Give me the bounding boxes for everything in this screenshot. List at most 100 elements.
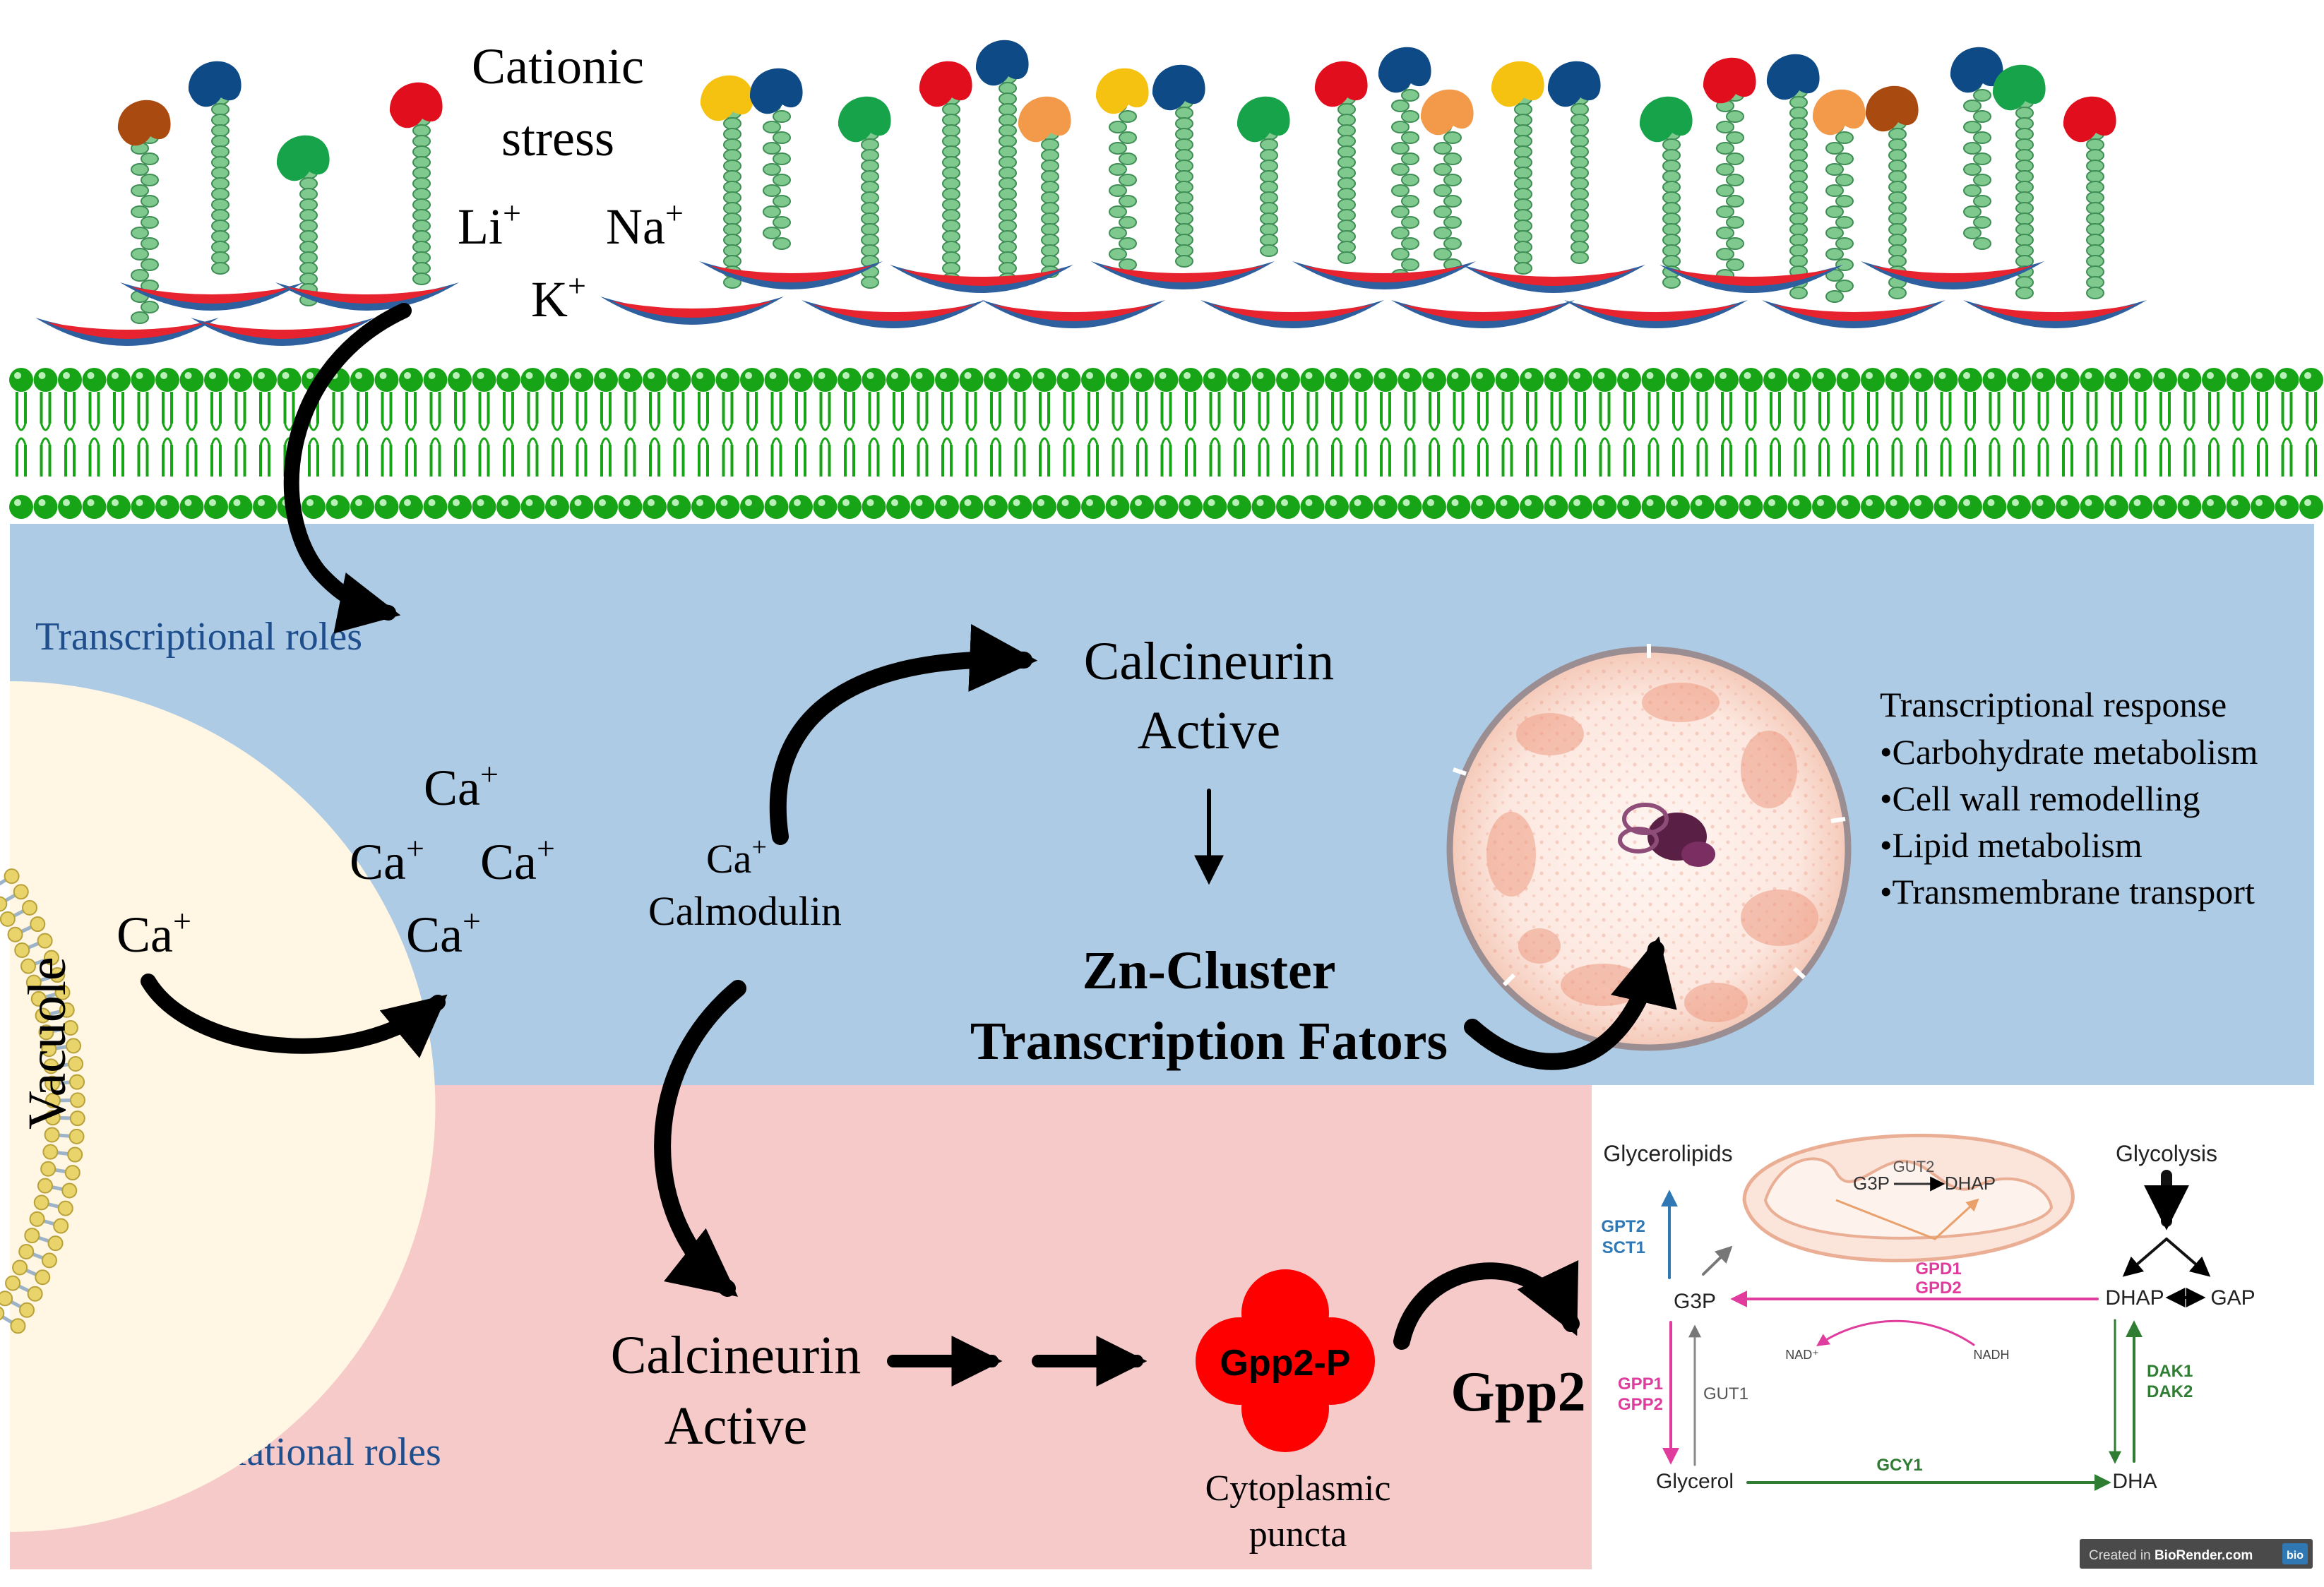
lipid-head-highlight (866, 372, 874, 379)
lipid-head-highlight (964, 372, 972, 379)
lipid-head (2299, 495, 2323, 519)
lipid-head (1836, 495, 1861, 519)
lipid-tail (2306, 423, 2317, 445)
sensor-protein (1812, 89, 1866, 303)
lipid-tail (1867, 423, 1878, 445)
vacuole-lipid-head (10, 1318, 26, 1334)
sensor-protein (1547, 61, 1601, 264)
lipid-head-highlight (915, 499, 923, 506)
sensor-protein (1639, 96, 1693, 289)
gpt2-enzyme: GPT2 (1601, 1217, 1645, 1236)
lipid-head (1251, 495, 1276, 519)
lipid-head (1715, 368, 1739, 392)
lipid-tail (503, 392, 514, 424)
lipid-head-highlight (453, 499, 460, 506)
glycerol-node: Glycerol (1656, 1470, 1734, 1493)
lipid-tail (1234, 445, 1245, 477)
arrow-calmodulin-to-calcineurin (769, 623, 1038, 845)
lipid-head-highlight (720, 499, 728, 506)
lipid-head-highlight (87, 372, 95, 379)
vacuole-lipid-head (18, 1243, 35, 1259)
lipid-tail (820, 423, 830, 445)
lipid-tail (990, 392, 1001, 424)
lipid-head (2251, 495, 2275, 519)
vacuole-lipid-head (69, 1074, 85, 1090)
lipid-head (959, 368, 984, 392)
response-item: •Lipid metabolism (1880, 825, 2143, 865)
lipid-head-highlight (2304, 499, 2311, 506)
lipid-head-highlight (1768, 372, 1775, 379)
lipid-tail (138, 423, 148, 445)
lipid-head-highlight (1135, 499, 1142, 506)
lipid-tail (162, 445, 173, 477)
lipid-tail (844, 392, 855, 424)
lipid-head-highlight (2036, 372, 2044, 379)
credit-logo: bio (2287, 1550, 2304, 1562)
gpp2-enzyme: GPP2 (1618, 1395, 1663, 1414)
calcineurin-bottom-line1: Calcineurin (611, 1326, 862, 1385)
lipid-tail (990, 445, 1001, 477)
lipid-head-highlight (306, 499, 314, 506)
lipid-head (2275, 495, 2299, 519)
calcineurin-top-line1: Calcineurin (1084, 632, 1335, 691)
sensor-head (1950, 47, 2003, 93)
sensor-protein (117, 100, 171, 324)
lipid-tail (576, 392, 588, 424)
lipid-tail (2135, 445, 2147, 477)
lipid-tail (1818, 392, 1830, 424)
lipid-head (228, 368, 253, 392)
calcineurin-bottom-line2: Active (665, 1396, 808, 1456)
glycerolipids-label: Glycerolipids (1603, 1141, 1732, 1166)
lipid-tail (1891, 392, 1903, 424)
lipid-head (1715, 495, 1739, 519)
lipid-head-highlight (160, 499, 167, 506)
lipid-head (1325, 368, 1349, 392)
lipid-tail (1696, 392, 1708, 424)
membrane-anchor (1762, 300, 1945, 328)
gpp2-p-puncta: Gpp2-P (1196, 1269, 1375, 1452)
lipid-tail (624, 392, 636, 424)
lipid-head-highlight (1476, 499, 1483, 506)
lipid-tail (893, 445, 904, 477)
vacuole: Vacuole Ca+ (0, 681, 436, 1532)
lipid-head (764, 495, 789, 519)
lipid-head-highlight (1037, 499, 1044, 506)
lipid-head-highlight (769, 499, 777, 506)
lipid-tail (1087, 392, 1099, 424)
membrane-anchor (1659, 265, 1843, 293)
lipid-head-highlight (964, 499, 972, 506)
lipid-head (935, 368, 959, 392)
membrane-anchor (1861, 261, 2044, 289)
lipid-head-highlight (1013, 372, 1020, 379)
vacuole-lipid-head (0, 911, 16, 927)
lipid-tail (2208, 392, 2219, 424)
lipid-head (740, 368, 764, 392)
lipid-head (1861, 368, 1885, 392)
nad-label: NAD⁺ (1785, 1348, 1819, 1362)
lipid-head (1373, 495, 1398, 519)
vacuole-lipid-head (20, 958, 37, 974)
lipid-head-highlight (672, 499, 679, 506)
lipid-tail (1477, 445, 1489, 477)
lipid-head (2056, 368, 2080, 392)
lipid-head (984, 495, 1008, 519)
lipid-tail (1380, 445, 1391, 477)
lipid-tail (478, 445, 490, 477)
lipid-head (643, 368, 667, 392)
lipid-tail (2281, 392, 2293, 424)
lipid-head (1154, 368, 1179, 392)
lipid-head (9, 368, 33, 392)
flow-arrows (141, 303, 1677, 1387)
vacuole-lipid-head (0, 1306, 5, 1321)
lipid-head-highlight (940, 372, 947, 379)
lipid-tail (1477, 423, 1489, 445)
lipid-head-highlight (1744, 372, 1751, 379)
lipid-head (2031, 368, 2056, 392)
lipid-tail (1599, 445, 1611, 477)
sensor-head (1865, 85, 1919, 132)
membrane-anchor (35, 318, 219, 346)
lipid-tail (1770, 445, 1781, 477)
lipid-tail (16, 392, 27, 424)
lipid-tail (2111, 423, 2122, 445)
lipid-head-highlight (1744, 499, 1751, 506)
